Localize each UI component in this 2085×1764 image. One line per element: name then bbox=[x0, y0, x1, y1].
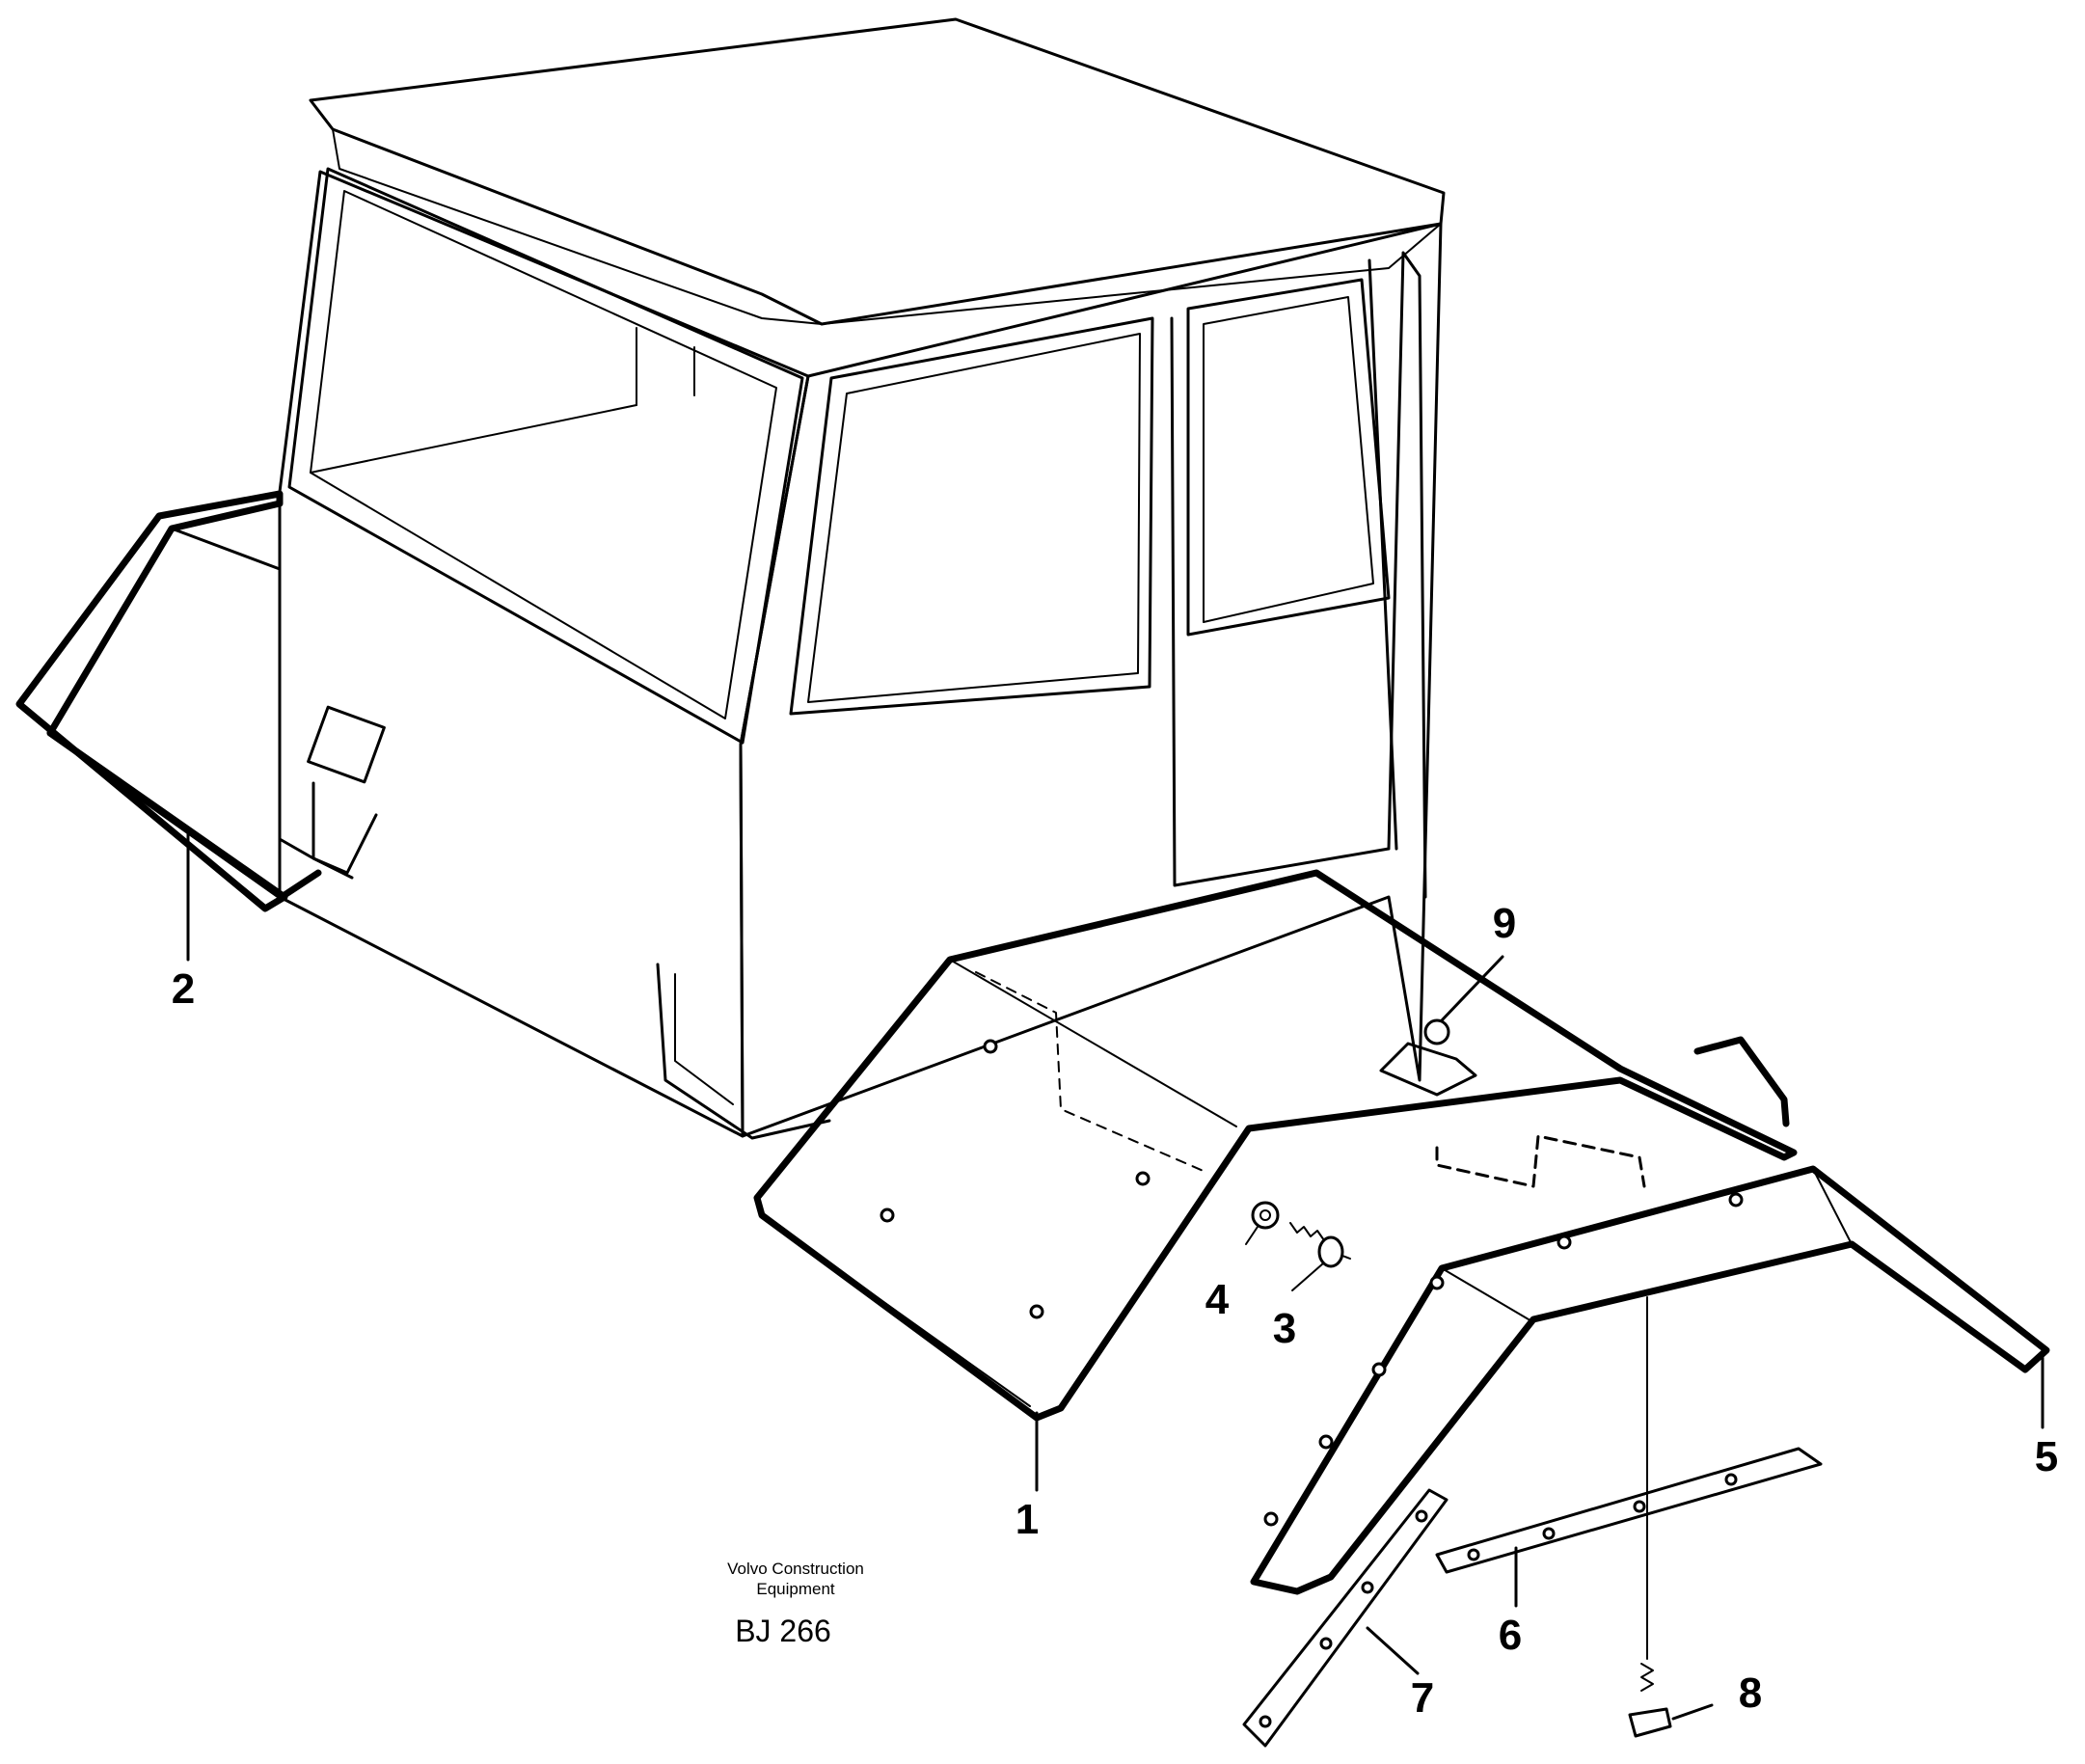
left-window-sill bbox=[310, 404, 637, 474]
leader-4 bbox=[1245, 1226, 1259, 1245]
hidden-bracket-1 bbox=[975, 971, 1206, 1173]
cab-door bbox=[1170, 316, 1391, 887]
callout-4: 4 bbox=[1205, 1276, 1230, 1323]
fender-bracket-fold bbox=[1441, 1267, 1530, 1320]
leader-9 bbox=[1440, 955, 1504, 1022]
callout-9: 9 bbox=[1493, 900, 1516, 947]
callout-labels: 2 1 9 4 3 5 6 7 8 bbox=[172, 900, 2058, 1722]
bolt-8-leader bbox=[1671, 1703, 1714, 1721]
drawing-code: BJ 266 bbox=[735, 1614, 831, 1648]
cab-step-left bbox=[656, 963, 831, 1140]
flat-bar-6 bbox=[1435, 1447, 1823, 1574]
cab-roof bbox=[309, 17, 1446, 326]
bolt-hole bbox=[1467, 1548, 1480, 1561]
bolt-hole bbox=[1371, 1362, 1387, 1377]
bolt-3-thread bbox=[1289, 1222, 1325, 1241]
bolt-3-leader bbox=[1341, 1255, 1351, 1260]
washer-4 bbox=[1251, 1201, 1280, 1230]
right-window-glass bbox=[1203, 296, 1374, 623]
cab-roof-edge bbox=[332, 128, 823, 325]
bolt-3-head bbox=[1317, 1235, 1344, 1268]
part-9-clip bbox=[1379, 1042, 1477, 1097]
door-window-glass bbox=[807, 333, 1141, 703]
bolt-hole bbox=[1429, 1275, 1445, 1290]
callout-6: 6 bbox=[1499, 1612, 1522, 1659]
front-fender-outline bbox=[753, 869, 1798, 1422]
right-window-frame bbox=[1186, 278, 1391, 637]
rear-fender-edge bbox=[46, 729, 322, 901]
leader-7 bbox=[1366, 1626, 1420, 1675]
part-2-rear-fender bbox=[15, 490, 322, 912]
bolt-hole bbox=[1135, 1171, 1151, 1186]
fender-bracket-fold-2 bbox=[1812, 1168, 1853, 1245]
callout-1: 1 bbox=[1015, 1496, 1039, 1543]
callout-7: 7 bbox=[1411, 1674, 1434, 1722]
fender-bracket-outline bbox=[1250, 1165, 2050, 1595]
washer-4-hole bbox=[1259, 1209, 1271, 1221]
leader-3 bbox=[1291, 1262, 1324, 1291]
callout-2: 2 bbox=[172, 965, 195, 1013]
bolt-hole bbox=[880, 1208, 895, 1223]
cab-rear-pillar bbox=[1387, 251, 1427, 899]
part-7-flat-bar bbox=[1242, 1488, 1449, 1748]
bolt-hole bbox=[983, 1039, 998, 1054]
front-fender-fold bbox=[949, 959, 1237, 1127]
bolt-hole bbox=[1361, 1581, 1374, 1594]
part-4-washer bbox=[1251, 1201, 1280, 1230]
bolt-hole bbox=[1029, 1304, 1044, 1319]
flat-bar-7 bbox=[1242, 1488, 1449, 1748]
front-fender-lower-edge bbox=[761, 1214, 1031, 1407]
bolt-hole bbox=[1319, 1637, 1333, 1650]
callout-5: 5 bbox=[2035, 1433, 2058, 1480]
bolt-hole bbox=[1728, 1192, 1744, 1208]
part-9-nut bbox=[1423, 1018, 1450, 1045]
credit-line-1: Volvo Construction bbox=[727, 1560, 864, 1578]
part-6-flat-bar bbox=[1435, 1447, 1823, 1574]
callout-8: 8 bbox=[1739, 1669, 1762, 1717]
part-3-bolt bbox=[1289, 1222, 1351, 1268]
bolt-hole bbox=[1633, 1500, 1646, 1513]
credit-line-2: Equipment bbox=[756, 1580, 835, 1598]
hidden-bracket-2 bbox=[1435, 1134, 1646, 1188]
bolt-hole bbox=[1259, 1715, 1272, 1728]
side-vent bbox=[307, 705, 386, 784]
bolt-hole bbox=[1415, 1509, 1428, 1523]
cab-rear-foot-2 bbox=[311, 781, 378, 875]
cab-rear-foot bbox=[278, 770, 354, 880]
cab-body bbox=[278, 17, 1446, 1140]
door-hinge-line bbox=[1367, 258, 1398, 851]
leader-lines bbox=[186, 826, 2044, 1675]
cab-roof-right-edge bbox=[821, 223, 1442, 325]
bolt-hole bbox=[1318, 1434, 1334, 1450]
bolt-hole bbox=[1557, 1235, 1572, 1250]
cab-left-panel bbox=[278, 170, 810, 1138]
bolt-hole bbox=[1724, 1473, 1738, 1486]
callout-3: 3 bbox=[1273, 1305, 1296, 1352]
part-8-bolt bbox=[1628, 1296, 1714, 1738]
left-window-glass bbox=[310, 190, 777, 719]
grab-handle bbox=[1693, 1036, 1790, 1127]
credit-block: Volvo Construction Equipment BJ 266 bbox=[727, 1560, 864, 1648]
bolt-8-thread bbox=[1640, 1663, 1654, 1692]
bolt-8-head bbox=[1628, 1707, 1672, 1738]
cab-front-panel bbox=[739, 222, 1443, 1138]
bolt-hole bbox=[1542, 1527, 1556, 1540]
door-window-frame bbox=[789, 316, 1154, 716]
part-5-fender-bracket bbox=[1250, 1165, 2050, 1595]
cab-step-inner bbox=[674, 973, 734, 1105]
left-window-frame bbox=[287, 167, 804, 745]
bolt-hole bbox=[1263, 1511, 1279, 1527]
part-1-front-fender bbox=[753, 869, 1798, 1422]
rear-fender-fold bbox=[170, 527, 282, 571]
